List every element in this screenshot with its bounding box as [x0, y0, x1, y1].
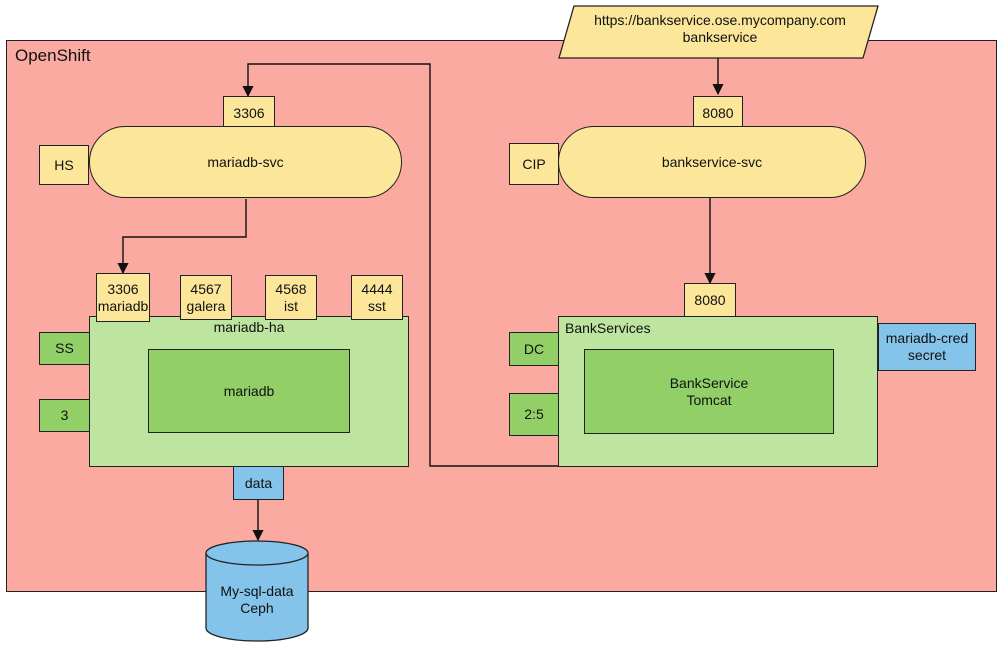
bankservices-label: BankServices: [565, 320, 651, 336]
bankservice-svc[interactable]: bankservice-svc: [558, 126, 866, 198]
mariadb-svc[interactable]: mariadb-svc: [89, 126, 402, 198]
tomcat-container[interactable]: BankService Tomcat: [584, 349, 834, 434]
mariadb-ha-label: mariadb-ha: [213, 319, 285, 335]
bankservices-replicas-badge: 2:5: [509, 393, 559, 436]
mariadb-svc-label: mariadb-svc: [207, 154, 284, 170]
bankservices-kind-badge: DC: [509, 332, 559, 366]
bankservice-svc-label: bankservice-svc: [661, 154, 763, 170]
mariadb-cred-secret[interactable]: mariadb-cred secret: [878, 323, 976, 371]
galera-port-4567: 4567 galera: [180, 275, 232, 320]
bankservice-svc-port: 8080: [693, 96, 743, 130]
route-url-shape: [558, 5, 879, 59]
bankservice-svc-type-badge: CIP: [509, 143, 559, 185]
mariadb-ha-replicas-badge: 3: [39, 399, 90, 432]
mariadb-container[interactable]: mariadb: [148, 349, 350, 433]
ist-port-4568: 4568 ist: [265, 275, 317, 320]
storage-cylinder-shape: [205, 540, 309, 642]
openshift-label: OpenShift: [15, 46, 91, 65]
bankservices-port-8080: 8080: [684, 283, 736, 317]
route-url[interactable]: https://bankservice.ose.mycompany.com ba…: [594, 12, 846, 45]
mariadb-ha-kind-badge: SS: [39, 332, 90, 365]
mariadb-svc-type-badge: HS: [39, 145, 89, 185]
mariadb-port-3306: 3306 mariadb: [96, 273, 150, 322]
data-volume: data: [233, 466, 284, 500]
sst-port-4444: 4444 sst: [351, 275, 403, 320]
storage-label[interactable]: My-sql-data Ceph: [220, 583, 294, 616]
mariadb-svc-port: 3306: [223, 96, 275, 130]
